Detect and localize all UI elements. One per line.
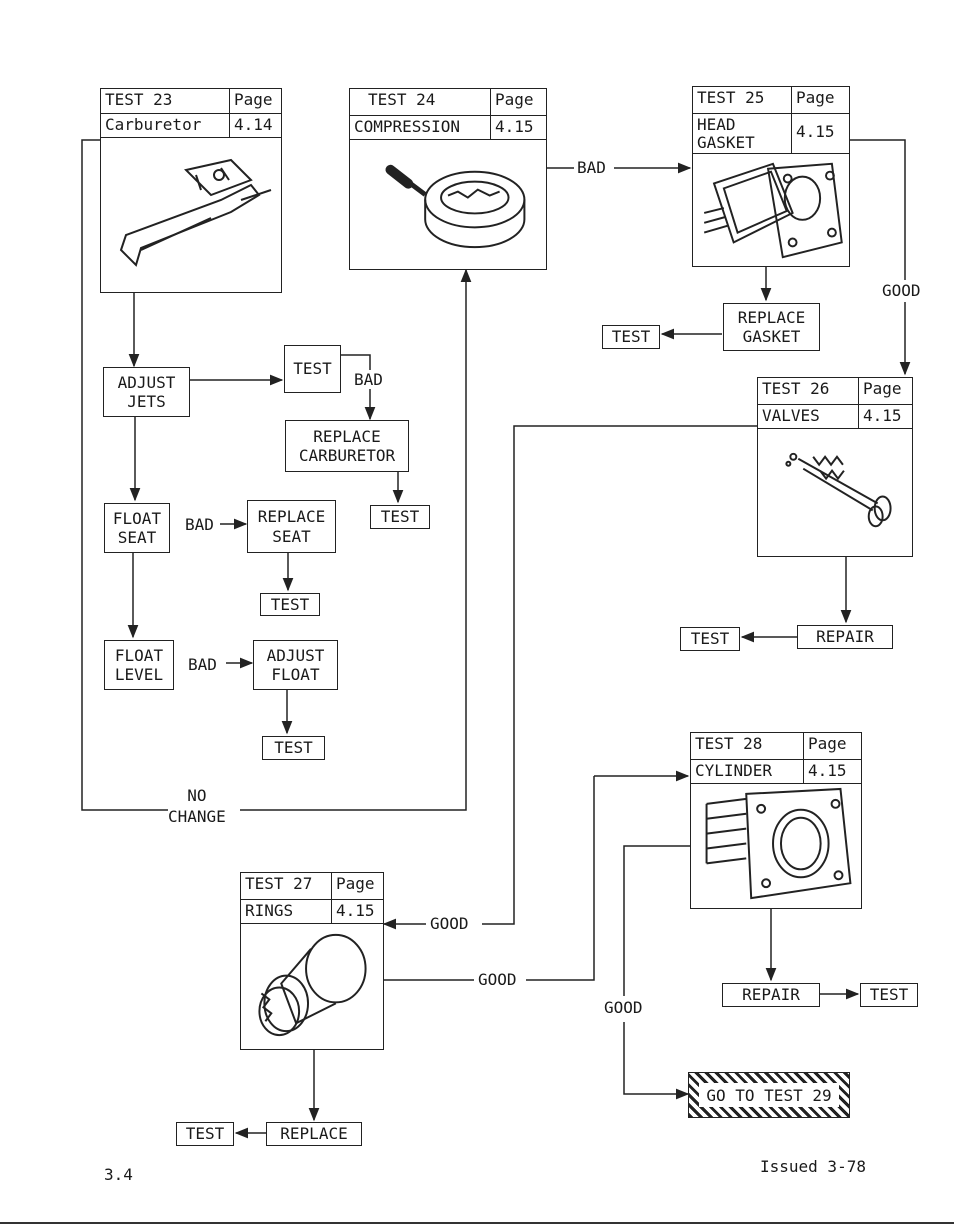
test-node-after-rings: TEST: [176, 1122, 234, 1146]
replace-carburetor-node: REPLACE CARBURETOR: [285, 420, 409, 472]
test-25-box: TEST 25 Page HEAD GASKET 4.15: [692, 86, 850, 267]
test-node-after-gasket: TEST: [602, 325, 660, 349]
arrow-no-change-to-t24: [240, 268, 472, 811]
test-26-page-label: Page: [858, 378, 912, 404]
test-23-page: 4.14: [229, 114, 281, 137]
test-28-title: TEST 28: [695, 734, 763, 753]
go-to-test-29-text: GO TO TEST 29: [699, 1083, 839, 1107]
test-27-page-label: Page: [331, 873, 383, 899]
test-25-page-label: Page: [791, 87, 849, 113]
compression-gauge-illustration-icon: [350, 139, 546, 269]
good-label-rings: GOOD: [476, 970, 519, 990]
bad-label-jets: BAD: [352, 370, 385, 390]
test-23-box: TEST 23 Page Carburetor 4.14: [100, 88, 282, 293]
line-t25-good-right: [850, 139, 906, 280]
replace-gasket-node: REPLACE GASKET: [723, 303, 820, 351]
test-27-name: RINGS: [245, 901, 294, 920]
bad-label-compression: BAD: [575, 158, 608, 178]
test-27-page: 4.15: [331, 900, 383, 923]
piston-rings-illustration-icon: [241, 923, 383, 1049]
test-25-name: HEAD GASKET: [697, 115, 755, 153]
test-28-box: TEST 28 Page CYLINDER 4.15: [690, 732, 862, 909]
test-26-page: 4.15: [858, 405, 912, 428]
line-t26-good-to-t27: [482, 425, 758, 925]
bottom-rule: [0, 1222, 954, 1224]
test-23-page-label: Page: [229, 89, 281, 113]
test-23-title: TEST 23: [105, 90, 173, 109]
test-27-title: TEST 27: [245, 874, 313, 893]
test-24-page-label: Page: [490, 89, 546, 115]
repair-cylinder-node: REPAIR: [722, 983, 820, 1007]
go-to-test-29-node: GO TO TEST 29: [688, 1072, 850, 1118]
float-level-node: FLOAT LEVEL: [104, 640, 174, 690]
bad-label-float-seat: BAD: [183, 515, 216, 535]
test-24-box: TEST 24 Page COMPRESSION 4.15: [349, 88, 547, 270]
line-t28-good-down: [623, 845, 690, 996]
good-label-valves: GOOD: [428, 914, 471, 934]
replace-seat-node: REPLACE SEAT: [247, 500, 336, 553]
bad-label-float-level: BAD: [186, 655, 219, 675]
head-gasket-illustration-icon: [693, 153, 849, 266]
test-28-page-label: Page: [803, 733, 861, 759]
issued-date: Issued 3-78: [760, 1157, 866, 1176]
test-25-page: 4.15: [791, 114, 849, 153]
adjust-jets-node: ADJUST JETS: [103, 367, 190, 417]
test-26-box: TEST 26 Page VALVES 4.15: [757, 377, 913, 557]
test-node-after-seat: TEST: [260, 593, 320, 616]
replace-rings-node: REPLACE: [266, 1122, 362, 1146]
test-23-name: Carburetor: [105, 115, 202, 134]
good-label-gasket: GOOD: [880, 281, 923, 301]
no-change-label: NO CHANGE: [168, 786, 226, 826]
arrow-good-to-go-test: [623, 1022, 690, 1100]
arrow-test-to-replace-carb: [340, 354, 376, 421]
test-node-after-float: TEST: [262, 736, 325, 760]
test-26-title: TEST 26: [762, 379, 830, 398]
test-24-page: 4.15: [490, 116, 546, 139]
test-28-page: 4.15: [803, 760, 861, 783]
valves-illustration-icon: [758, 428, 912, 556]
test-node-after-valves: TEST: [680, 627, 740, 651]
test-node-after-jets: TEST: [284, 345, 341, 393]
test-28-name: CYLINDER: [695, 761, 773, 780]
carburetor-illustration-icon: [101, 137, 281, 292]
test-24-name: COMPRESSION: [354, 117, 460, 136]
good-label-cylinder: GOOD: [602, 998, 645, 1018]
test-24-title: TEST 24: [368, 90, 436, 109]
repair-valves-node: REPAIR: [797, 625, 893, 649]
cylinder-illustration-icon: [691, 783, 861, 908]
test-26-name: VALVES: [762, 406, 820, 425]
test-node-after-cylinder: TEST: [860, 983, 918, 1007]
page-number: 3.4: [104, 1165, 133, 1184]
line-t23-no-change-loop: [81, 139, 168, 811]
line-t27-good-to-t28: [526, 776, 595, 981]
test-node-after-carburetor: TEST: [370, 505, 430, 529]
test-27-box: TEST 27 Page RINGS 4.15: [240, 872, 384, 1050]
adjust-float-node: ADJUST FLOAT: [253, 640, 338, 690]
test-25-title: TEST 25: [697, 88, 765, 107]
float-seat-node: FLOAT SEAT: [104, 503, 170, 553]
